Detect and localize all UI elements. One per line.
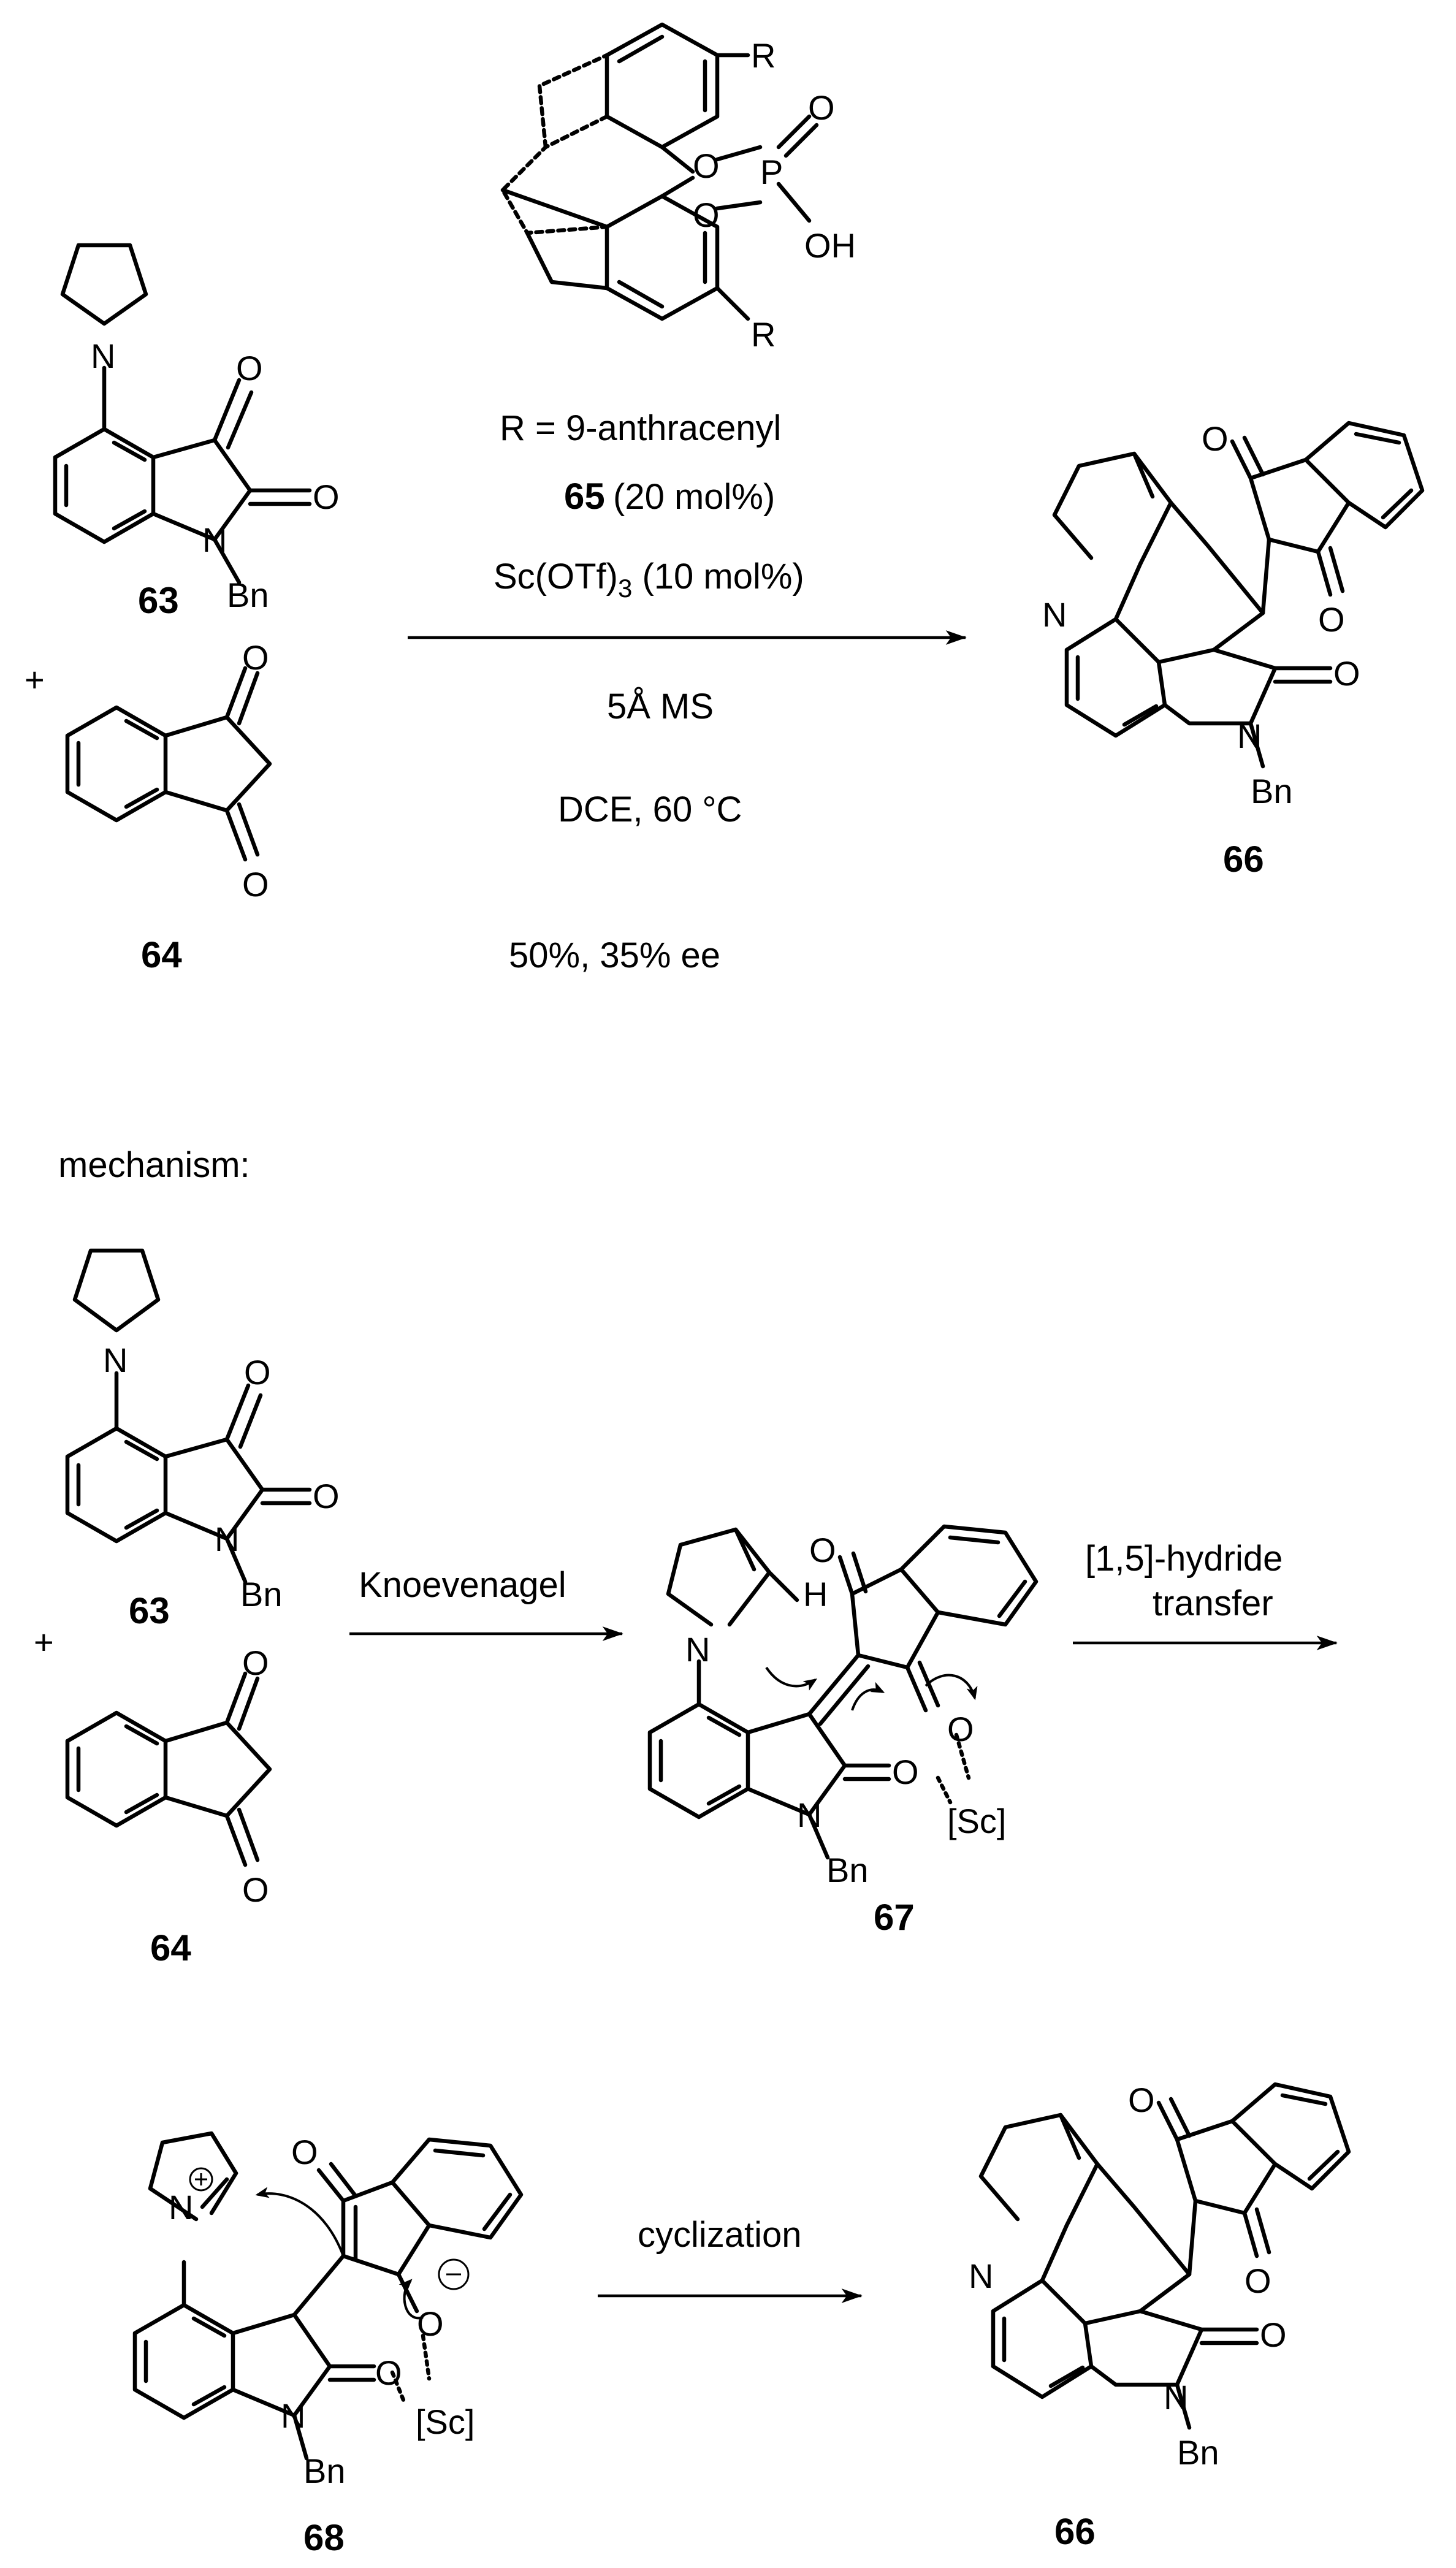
bn-66-top: Bn <box>1251 772 1293 810</box>
bn-67: Bn <box>826 1851 869 1889</box>
atom-O-cat2: O <box>693 196 720 234</box>
label-64-top: 64 <box>141 934 182 975</box>
atom-N-66-top: N <box>1042 595 1067 634</box>
atom-O-64m-b: O <box>242 1870 269 1909</box>
bn-68: Bn <box>303 2452 346 2490</box>
atom-O-cat3: O <box>808 88 835 127</box>
label-66-mech: 66 <box>1054 2511 1096 2552</box>
label-63-top: 63 <box>138 580 179 621</box>
label-64-mech: 64 <box>150 1927 191 1968</box>
bn-63-mech: Bn <box>240 1575 283 1614</box>
hydride-label-2: transfer <box>1153 1583 1273 1623</box>
catalyst-65 <box>500 22 819 321</box>
atom-O-66a: O <box>1202 419 1229 458</box>
compound-63-mech <box>65 1248 312 1584</box>
hydride-label-1: [1,5]-hydride <box>1085 1539 1283 1579</box>
compound-64-top <box>65 666 272 862</box>
compound-66-mech <box>978 2082 1351 2430</box>
compound-66-top <box>1052 421 1425 769</box>
atom-R1: R <box>751 36 776 75</box>
atom-O-63a: O <box>236 349 263 387</box>
cyclization-label: cyclization <box>638 2215 802 2255</box>
label-65: 65 <box>564 476 605 517</box>
atom-O-66m-a: O <box>1128 2081 1155 2119</box>
atom-O-68b: O <box>417 2304 444 2343</box>
intermediate-67 <box>647 1524 1039 1860</box>
ms-condition: 5Å MS <box>607 687 714 726</box>
label-67: 67 <box>874 1897 915 1938</box>
atom-O-68c: O <box>375 2353 402 2392</box>
atom-N-67: N <box>685 1630 710 1669</box>
knoevenagel-label: Knoevenagel <box>359 1565 566 1605</box>
atom-R2: R <box>751 315 776 354</box>
atom-N-63-mech: N <box>103 1341 128 1379</box>
r-definition: R = 9-anthracenyl <box>500 408 781 448</box>
atom-N-66-ring: N <box>1237 717 1262 755</box>
mechanism-heading: mechanism: <box>58 1145 250 1185</box>
atom-O-66c: O <box>1333 654 1360 693</box>
label-63-mech: 63 <box>129 1590 170 1631</box>
catalyst-loading: (20 mol%) <box>613 477 775 517</box>
atom-N-67-ring: N <box>797 1796 821 1834</box>
atom-N-63: N <box>91 337 115 375</box>
sc-condition: Sc(OTf)3 (10 mol%) <box>494 557 804 603</box>
compound-63-top <box>53 243 312 585</box>
atom-O-68a: O <box>291 2133 318 2171</box>
atom-O-67b: O <box>947 1710 974 1748</box>
atom-O-63b: O <box>313 478 340 516</box>
atom-O-66b: O <box>1318 600 1345 639</box>
positive-charge-icon <box>189 2167 213 2192</box>
atom-O-63m-a: O <box>244 1353 271 1392</box>
compound-64-mech <box>65 1671 272 1867</box>
atom-O-64a: O <box>242 638 269 677</box>
negative-charge-icon <box>438 2258 470 2290</box>
atom-O-67a: O <box>809 1531 836 1569</box>
plus-mech: + <box>34 1623 54 1661</box>
bn-63-top: Bn <box>227 576 269 614</box>
intermediate-68 <box>132 2131 524 2461</box>
atom-O-66m-b: O <box>1244 2261 1271 2300</box>
yield-ee: 50%, 35% ee <box>509 935 720 975</box>
sc-67: [Sc] <box>947 1802 1006 1840</box>
atom-O-64b: O <box>242 865 269 904</box>
label-68: 68 <box>303 2517 345 2558</box>
atom-N-66m-ring: N <box>1164 2378 1188 2417</box>
atom-N-63m-ring: N <box>215 1520 239 1558</box>
atom-O-64m-a: O <box>242 1644 269 1682</box>
bn-66-mech: Bn <box>1177 2433 1219 2472</box>
atom-O-67c: O <box>892 1753 919 1791</box>
atom-N-63-ring: N <box>202 520 227 559</box>
atom-N-66-mech: N <box>969 2257 993 2295</box>
plus-top: + <box>25 660 45 699</box>
label-66-top: 66 <box>1223 839 1264 880</box>
solvent-temp: DCE, 60 °C <box>558 790 742 829</box>
atom-O-cat1: O <box>693 147 720 185</box>
atom-OH: OH <box>804 226 856 265</box>
atom-H-67: H <box>803 1575 828 1614</box>
atom-N-68: N <box>169 2188 193 2227</box>
atom-O-63m-b: O <box>313 1477 340 1515</box>
sc-68: [Sc] <box>416 2402 475 2441</box>
atom-O-66m-c: O <box>1260 2315 1287 2354</box>
atom-P: P <box>760 153 783 191</box>
atom-N-68-ring: N <box>281 2396 305 2435</box>
